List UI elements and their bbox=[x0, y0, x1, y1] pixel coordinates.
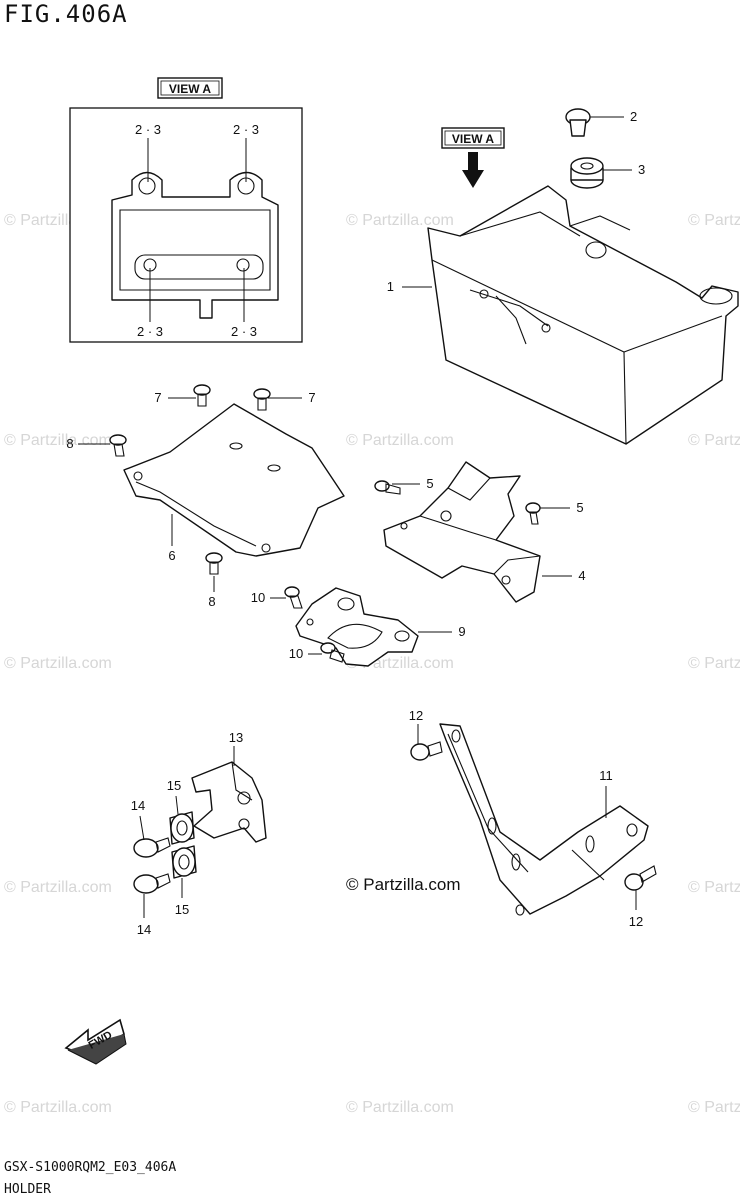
screw-5-right: 5 bbox=[525, 500, 584, 525]
watermark: © Partzilla.com bbox=[346, 875, 461, 894]
watermark: © Partzilla.com bbox=[688, 655, 740, 672]
callout-1: 1 bbox=[387, 279, 394, 294]
watermark: © Partzilla.com bbox=[4, 432, 112, 449]
screw-5-left: 5 bbox=[374, 476, 434, 495]
part-2-rivet: 2 bbox=[565, 108, 637, 137]
view-a-label: VIEW A bbox=[169, 82, 212, 96]
screw-10-top: 10 bbox=[251, 586, 303, 609]
callout-14: 14 bbox=[131, 798, 145, 813]
figure-code: GSX-S1000RQM2_E03_406A bbox=[4, 1160, 177, 1175]
callout-8: 8 bbox=[66, 436, 73, 451]
part-4-bracket: 4 bbox=[383, 461, 586, 603]
screw-8-bottom: 8 bbox=[205, 552, 223, 609]
callout-3: 3 bbox=[638, 162, 645, 177]
watermark: © Partzilla.com bbox=[688, 879, 740, 896]
figure-name: HOLDER bbox=[4, 1182, 51, 1197]
callout-15: 15 bbox=[175, 902, 189, 917]
screw-8-left: 8 bbox=[66, 434, 127, 457]
part-6-plate: 6 bbox=[123, 403, 345, 563]
screw-7-right: 7 bbox=[253, 388, 316, 411]
view-a-callout: 2 · 3 bbox=[137, 324, 163, 339]
fwd-arrow-icon: FWD bbox=[64, 1018, 127, 1065]
callout-5: 5 bbox=[426, 476, 433, 491]
bolt-12-bottom: 12 bbox=[624, 865, 657, 929]
view-a-label: VIEW A bbox=[452, 132, 495, 146]
view-a-callout: 2 · 3 bbox=[135, 122, 161, 137]
part-9-plate: 9 bbox=[295, 587, 466, 667]
callout-12: 12 bbox=[629, 914, 643, 929]
view-a-callout: 2 · 3 bbox=[233, 122, 259, 137]
watermark: © Partzilla.com bbox=[346, 432, 454, 449]
screw-14-top: 14 bbox=[131, 798, 171, 858]
callout-10: 10 bbox=[251, 590, 265, 605]
watermark: © Partzilla.com bbox=[688, 432, 740, 449]
callout-2: 2 bbox=[630, 109, 637, 124]
screw-14-bottom: 14 bbox=[133, 873, 171, 937]
callout-12: 12 bbox=[409, 708, 423, 723]
callout-13: 13 bbox=[229, 730, 243, 745]
bolt-12-top: 12 bbox=[409, 708, 443, 761]
bushing-15-top: 15 bbox=[167, 778, 195, 845]
watermark: © Partzilla.com bbox=[688, 1099, 740, 1116]
callout-7: 7 bbox=[154, 390, 161, 405]
part-13-bracket: 13 bbox=[191, 730, 267, 843]
screw-10-bottom: 10 bbox=[289, 642, 345, 663]
view-a-tag: VIEW A bbox=[157, 77, 223, 99]
callout-5: 5 bbox=[576, 500, 583, 515]
view-a-callout: 2 · 3 bbox=[231, 324, 257, 339]
figure-title: FIG.406A bbox=[4, 0, 128, 28]
callout-15: 15 bbox=[167, 778, 181, 793]
callout-10: 10 bbox=[289, 646, 303, 661]
watermark: © Partzilla.com bbox=[4, 879, 112, 896]
view-a-arrow: VIEW A bbox=[441, 127, 505, 188]
part-3-grommet: 3 bbox=[570, 157, 645, 189]
watermarks: © Partzilla.com © Partzilla.com © Partzi… bbox=[4, 212, 740, 1116]
watermark: © Partzilla.com bbox=[4, 655, 112, 672]
callout-14: 14 bbox=[137, 922, 151, 937]
part-11-bracket: 11 bbox=[439, 723, 649, 916]
watermark: © Partzilla.com bbox=[688, 212, 740, 229]
watermark: © Partzilla.com bbox=[346, 1099, 454, 1116]
callout-8: 8 bbox=[208, 594, 215, 609]
watermark: © Partzilla.com bbox=[4, 1099, 112, 1116]
watermark: © Partzilla.com bbox=[346, 212, 454, 229]
view-a-inset: 2 · 3 2 · 3 2 · 3 2 · 3 bbox=[69, 107, 303, 343]
callout-7: 7 bbox=[308, 390, 315, 405]
screw-7-left: 7 bbox=[154, 384, 211, 407]
callout-4: 4 bbox=[578, 568, 585, 583]
part-1-tray: 1 bbox=[387, 185, 739, 445]
callout-6: 6 bbox=[168, 548, 175, 563]
callout-11: 11 bbox=[599, 768, 613, 783]
callout-9: 9 bbox=[458, 624, 465, 639]
bushing-15-bottom: 15 bbox=[171, 845, 197, 917]
